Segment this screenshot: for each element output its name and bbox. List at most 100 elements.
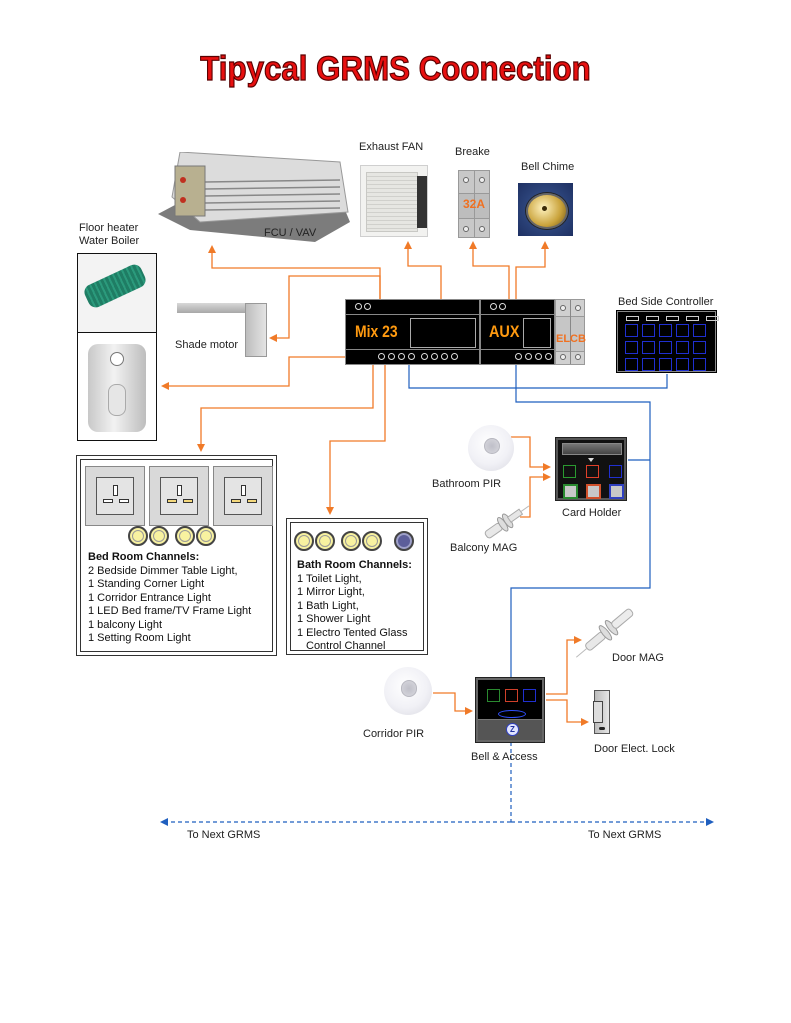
bathroom-channel-line: 1 Electro Tented Glass	[297, 626, 408, 639]
breaker-label: Breake	[455, 146, 490, 158]
door-lock-label: Door Elect. Lock	[594, 743, 675, 755]
light-button-icon	[315, 531, 335, 551]
bsc-key	[693, 324, 706, 337]
bathroom-channels-panel: Bath Room Channels: 1 Toilet Light, 1 Mi…	[286, 518, 428, 655]
card-holder-label: Card Holder	[562, 507, 622, 519]
shade-motor-icon	[177, 303, 267, 358]
rfid-reader-icon	[498, 710, 526, 718]
bedroom-channel-line: 1 LED Bed frame/TV Frame Light	[88, 605, 252, 617]
wire-boiler	[161, 356, 345, 390]
elcb-name: ELCB	[556, 333, 586, 345]
bathroom-pir-label: Bathroom PIR	[432, 478, 502, 490]
bedroom-heading: Bed Room Channels:	[88, 551, 200, 563]
light-button-icon	[294, 531, 314, 551]
power-socket-icon	[85, 466, 145, 526]
fcu-unit-icon	[150, 151, 355, 244]
bathroom-pir-icon	[468, 425, 514, 471]
bsc-key	[659, 358, 672, 371]
bsc-key	[659, 324, 672, 337]
door-mag-icon	[575, 608, 634, 658]
bsc-key	[625, 358, 638, 371]
bell-chime-label: Bell Chime	[521, 161, 575, 173]
bsc-key	[676, 341, 689, 354]
bathroom-channel-line: 1 Toilet Light,	[297, 572, 362, 585]
bathroom-heading: Bath Room Channels:	[297, 559, 412, 571]
bsc-key	[642, 324, 655, 337]
bsc-key	[676, 358, 689, 371]
water-boiler-icon	[88, 344, 146, 432]
wire-bathroom-pir	[511, 436, 551, 471]
aux-controller: AUX	[480, 299, 555, 365]
light-button-icon	[128, 526, 148, 546]
card-holder	[556, 438, 626, 500]
wire-fcu	[208, 245, 381, 299]
light-button-icon	[149, 526, 169, 546]
mix23-controller: Mix 23	[345, 299, 480, 365]
bedroom-channel-line: 1 balcony Light	[88, 618, 162, 631]
bathroom-channel-line: 1 Bath Light,	[297, 599, 359, 612]
next-grms-left-label: To Next GRMS	[187, 829, 261, 841]
light-button-icon	[175, 526, 195, 546]
bedroom-channels-panel: Bed Room Channels: 2 Bedside Dimmer Tabl…	[76, 455, 277, 656]
bedroom-channel-line: 1 Setting Room Light	[88, 632, 191, 644]
glass-control-button-icon	[394, 531, 414, 551]
balcony-mag-icon	[484, 505, 530, 539]
door-lock-icon	[593, 690, 610, 734]
wire-door-mag	[546, 636, 582, 695]
light-button-icon	[196, 526, 216, 546]
bsc-key	[625, 341, 638, 354]
bsc-key	[693, 341, 706, 354]
bathroom-channel-line: 1 Mirror Light,	[297, 586, 365, 598]
elcb-module: ELCB	[555, 299, 586, 365]
door-mag-label: Door MAG	[612, 652, 664, 664]
bell-access-panel: Z	[476, 678, 544, 742]
wire-balcony-mag	[520, 473, 551, 518]
wire-shade-motor	[269, 275, 381, 342]
mix23-display	[410, 318, 476, 348]
breaker-icon: 32A	[458, 170, 490, 238]
wire-door-lock	[546, 699, 589, 726]
power-socket-icon	[213, 466, 273, 526]
shade-motor-label: Shade motor	[175, 339, 238, 351]
card-slot	[562, 443, 622, 455]
wire-exhaust-fan	[404, 241, 442, 299]
bell-chime-icon	[518, 183, 573, 236]
bathroom-channel-line: Control Channel	[306, 640, 386, 652]
exhaust-fan-label: Exhaust FAN	[359, 141, 424, 153]
bell-access-label: Bell & Access	[471, 751, 538, 763]
floor-heater-label: Floor heater	[79, 222, 139, 234]
floor-heater-icon	[78, 254, 156, 333]
bsc-key	[693, 358, 706, 371]
corridor-pir-label: Corridor PIR	[363, 728, 425, 740]
balcony-mag-label: Balcony MAG	[450, 542, 518, 554]
bsc-key	[676, 324, 689, 337]
wire-bedroom-panel	[197, 365, 374, 452]
corridor-pir-icon	[384, 667, 432, 715]
bed-side-controller	[617, 311, 719, 372]
next-grms-right-label: To Next GRMS	[588, 829, 662, 841]
bus-aux-to-card	[510, 365, 651, 678]
fcu-label: FCU / VAV	[264, 227, 317, 239]
bedroom-channel-line: 1 Corridor Entrance Light	[88, 591, 211, 604]
bathroom-channel-line: 1 Shower Light	[297, 613, 371, 625]
wire-corridor-pir	[433, 692, 473, 715]
bed-side-controller-label: Bed Side Controller	[618, 296, 714, 308]
diagram-title: Tipycal GRMS Coonection	[200, 49, 592, 88]
wire-bathroom-panel	[326, 365, 386, 515]
light-button-icon	[362, 531, 382, 551]
mix23-name: Mix 23	[355, 322, 398, 341]
doorbell-icon: Z	[506, 723, 519, 736]
wire-breaker	[469, 241, 510, 299]
aux-display	[523, 318, 551, 348]
wire-bell-chime	[515, 241, 549, 299]
breaker-rating: 32A	[462, 197, 485, 211]
bsc-key	[642, 341, 655, 354]
power-socket-icon	[149, 466, 209, 526]
aux-name: AUX	[489, 322, 520, 341]
water-boiler-label: Water Boiler	[79, 235, 140, 247]
exhaust-fan-icon	[360, 165, 428, 237]
bedroom-channel-line: 1 Standing Corner Light	[88, 578, 205, 590]
bsc-key	[659, 341, 672, 354]
light-button-icon	[341, 531, 361, 551]
